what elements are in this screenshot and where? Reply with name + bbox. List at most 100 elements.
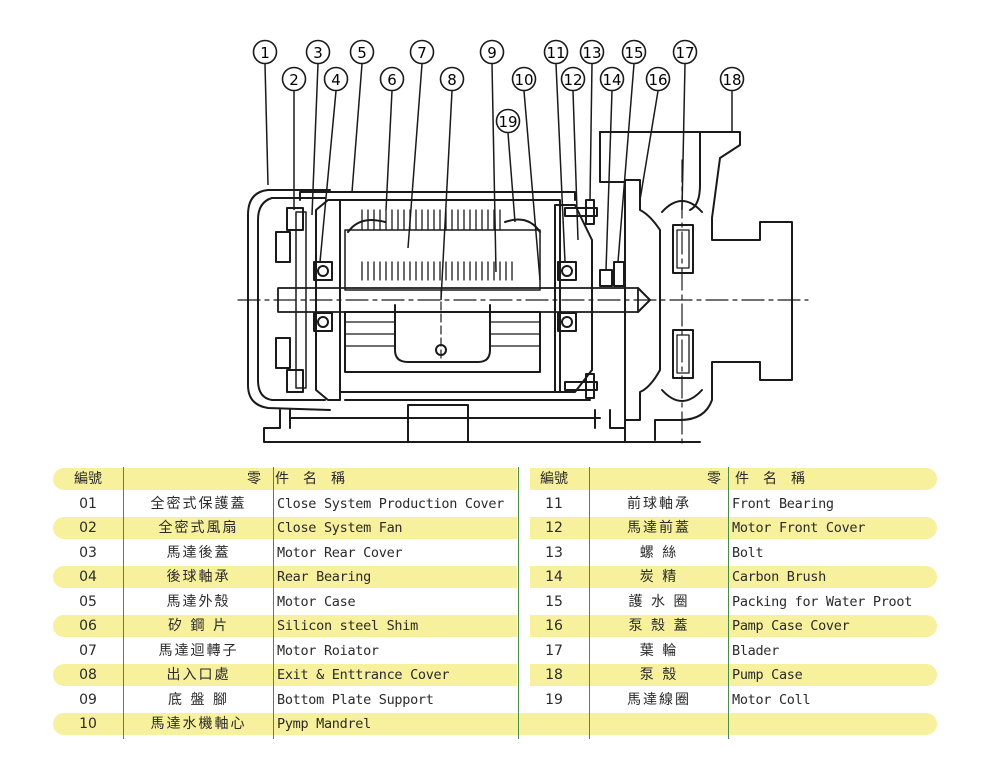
part-number-right: 13	[545, 544, 563, 561]
callout-17: 17	[672, 39, 698, 65]
motor-rear-cover	[315, 199, 341, 401]
motor-front-cover	[554, 204, 593, 393]
callout-number: 3	[313, 44, 323, 62]
callout-14: 14	[599, 66, 625, 92]
exit-entrance-cover	[394, 304, 491, 363]
part-name-zh-right: 炭 精	[639, 569, 679, 585]
divider-zh-right	[728, 467, 729, 739]
header-no-left: 編號	[74, 471, 102, 487]
callout-18: 18	[719, 66, 745, 92]
callout-number: 9	[487, 44, 497, 62]
callout-10: 10	[511, 66, 537, 92]
part-name-zh-right	[591, 712, 727, 737]
part-number-left: 01	[79, 495, 97, 512]
rotor-lower-body	[344, 311, 541, 373]
callout-number: 8	[447, 71, 457, 89]
pump-case-inlet	[689, 131, 701, 211]
row-band-left	[53, 664, 517, 686]
divider-no-left	[123, 467, 124, 739]
callout-number: 2	[289, 71, 299, 89]
divider-center	[518, 467, 519, 739]
part-number-right: 19	[545, 691, 563, 708]
callout-8: 8	[439, 66, 465, 92]
stator-laminations	[361, 209, 513, 281]
header-name-left: 零件名稱	[247, 471, 359, 487]
divider-no-right	[589, 467, 590, 739]
part-name-en-left: Rear Bearing	[277, 569, 371, 585]
callout-number: 6	[387, 71, 397, 89]
pump-foot	[624, 419, 701, 443]
part-name-zh-left: 馬達後蓋	[166, 544, 231, 561]
carbon-brush	[599, 269, 613, 287]
part-name-zh-right: 泵 殼	[639, 667, 679, 683]
rear-protection-cover	[247, 189, 331, 411]
part-number-right: 16	[545, 618, 563, 634]
callout-6: 6	[379, 66, 405, 92]
part-name-en-right: Blader	[732, 642, 779, 659]
part-name-zh-right: 葉 輪	[639, 642, 679, 659]
part-number-left: 02	[79, 520, 97, 536]
part-number-left: 09	[79, 691, 97, 708]
packing-water-proof	[613, 261, 625, 287]
part-name-en-left: Exit & Enttrance Cover	[277, 667, 450, 683]
part-number-left: 08	[79, 667, 97, 683]
part-name-en-left: Silicon steel Shim	[277, 618, 418, 634]
row-band-left	[53, 615, 517, 637]
rear-bearing	[313, 261, 333, 332]
callout-number: 11	[546, 44, 565, 62]
part-name-zh-left: 馬達水機軸心	[150, 716, 247, 732]
row-band-right	[530, 664, 937, 686]
part-name-en-left: Motor Rear Cover	[277, 544, 403, 561]
callout-number: 16	[648, 71, 667, 89]
callout-9: 9	[479, 39, 505, 65]
exit-cover-pin	[435, 344, 447, 356]
part-name-zh-left: 馬達迴轉子	[158, 642, 239, 659]
part-number-left: 03	[79, 544, 97, 561]
front-bearing	[557, 261, 577, 332]
part-name-zh-left: 全密式風扇	[158, 520, 239, 536]
callout-number: 19	[498, 113, 517, 131]
part-name-zh-right: 螺 絲	[639, 544, 679, 561]
part-name-zh-left: 全密式保護蓋	[150, 495, 247, 512]
callout-number: 5	[357, 44, 367, 62]
fan	[275, 207, 307, 393]
part-number-left: 05	[79, 593, 97, 610]
callout-number: 17	[675, 44, 694, 62]
callout-number: 12	[563, 71, 582, 89]
header-no-right: 編號	[540, 471, 568, 487]
part-name-zh-left: 馬達外殼	[166, 593, 231, 610]
part-name-zh-right: 護 水 圈	[628, 593, 690, 610]
header-name-right: 零件名稱	[707, 471, 819, 487]
part-name-en-right: Packing for Water Proot	[732, 593, 913, 610]
pump-case	[599, 131, 793, 441]
callout-number: 15	[624, 44, 643, 62]
row-band-full	[53, 713, 937, 735]
pump-drawing	[237, 131, 809, 446]
part-name-zh-left: 後球軸承	[166, 569, 231, 585]
part-number-right: 11	[545, 495, 563, 512]
motor-case-fins-top	[299, 191, 576, 201]
callout-number: 7	[417, 44, 427, 62]
part-number-left: 06	[79, 618, 97, 634]
part-number-right: 18	[545, 667, 563, 683]
rotor-bars	[344, 321, 541, 347]
part-name-en-right: Pump Case	[732, 667, 803, 683]
bottom-plate-support	[263, 409, 626, 443]
rear-cover-inner	[257, 197, 326, 401]
callout-19: 19	[495, 108, 521, 134]
part-name-en-right: Front Bearing	[732, 495, 834, 512]
callout-11: 11	[543, 39, 569, 65]
part-name-zh-left: 矽 鋼 片	[168, 618, 229, 634]
callout-1: 1	[252, 39, 278, 65]
